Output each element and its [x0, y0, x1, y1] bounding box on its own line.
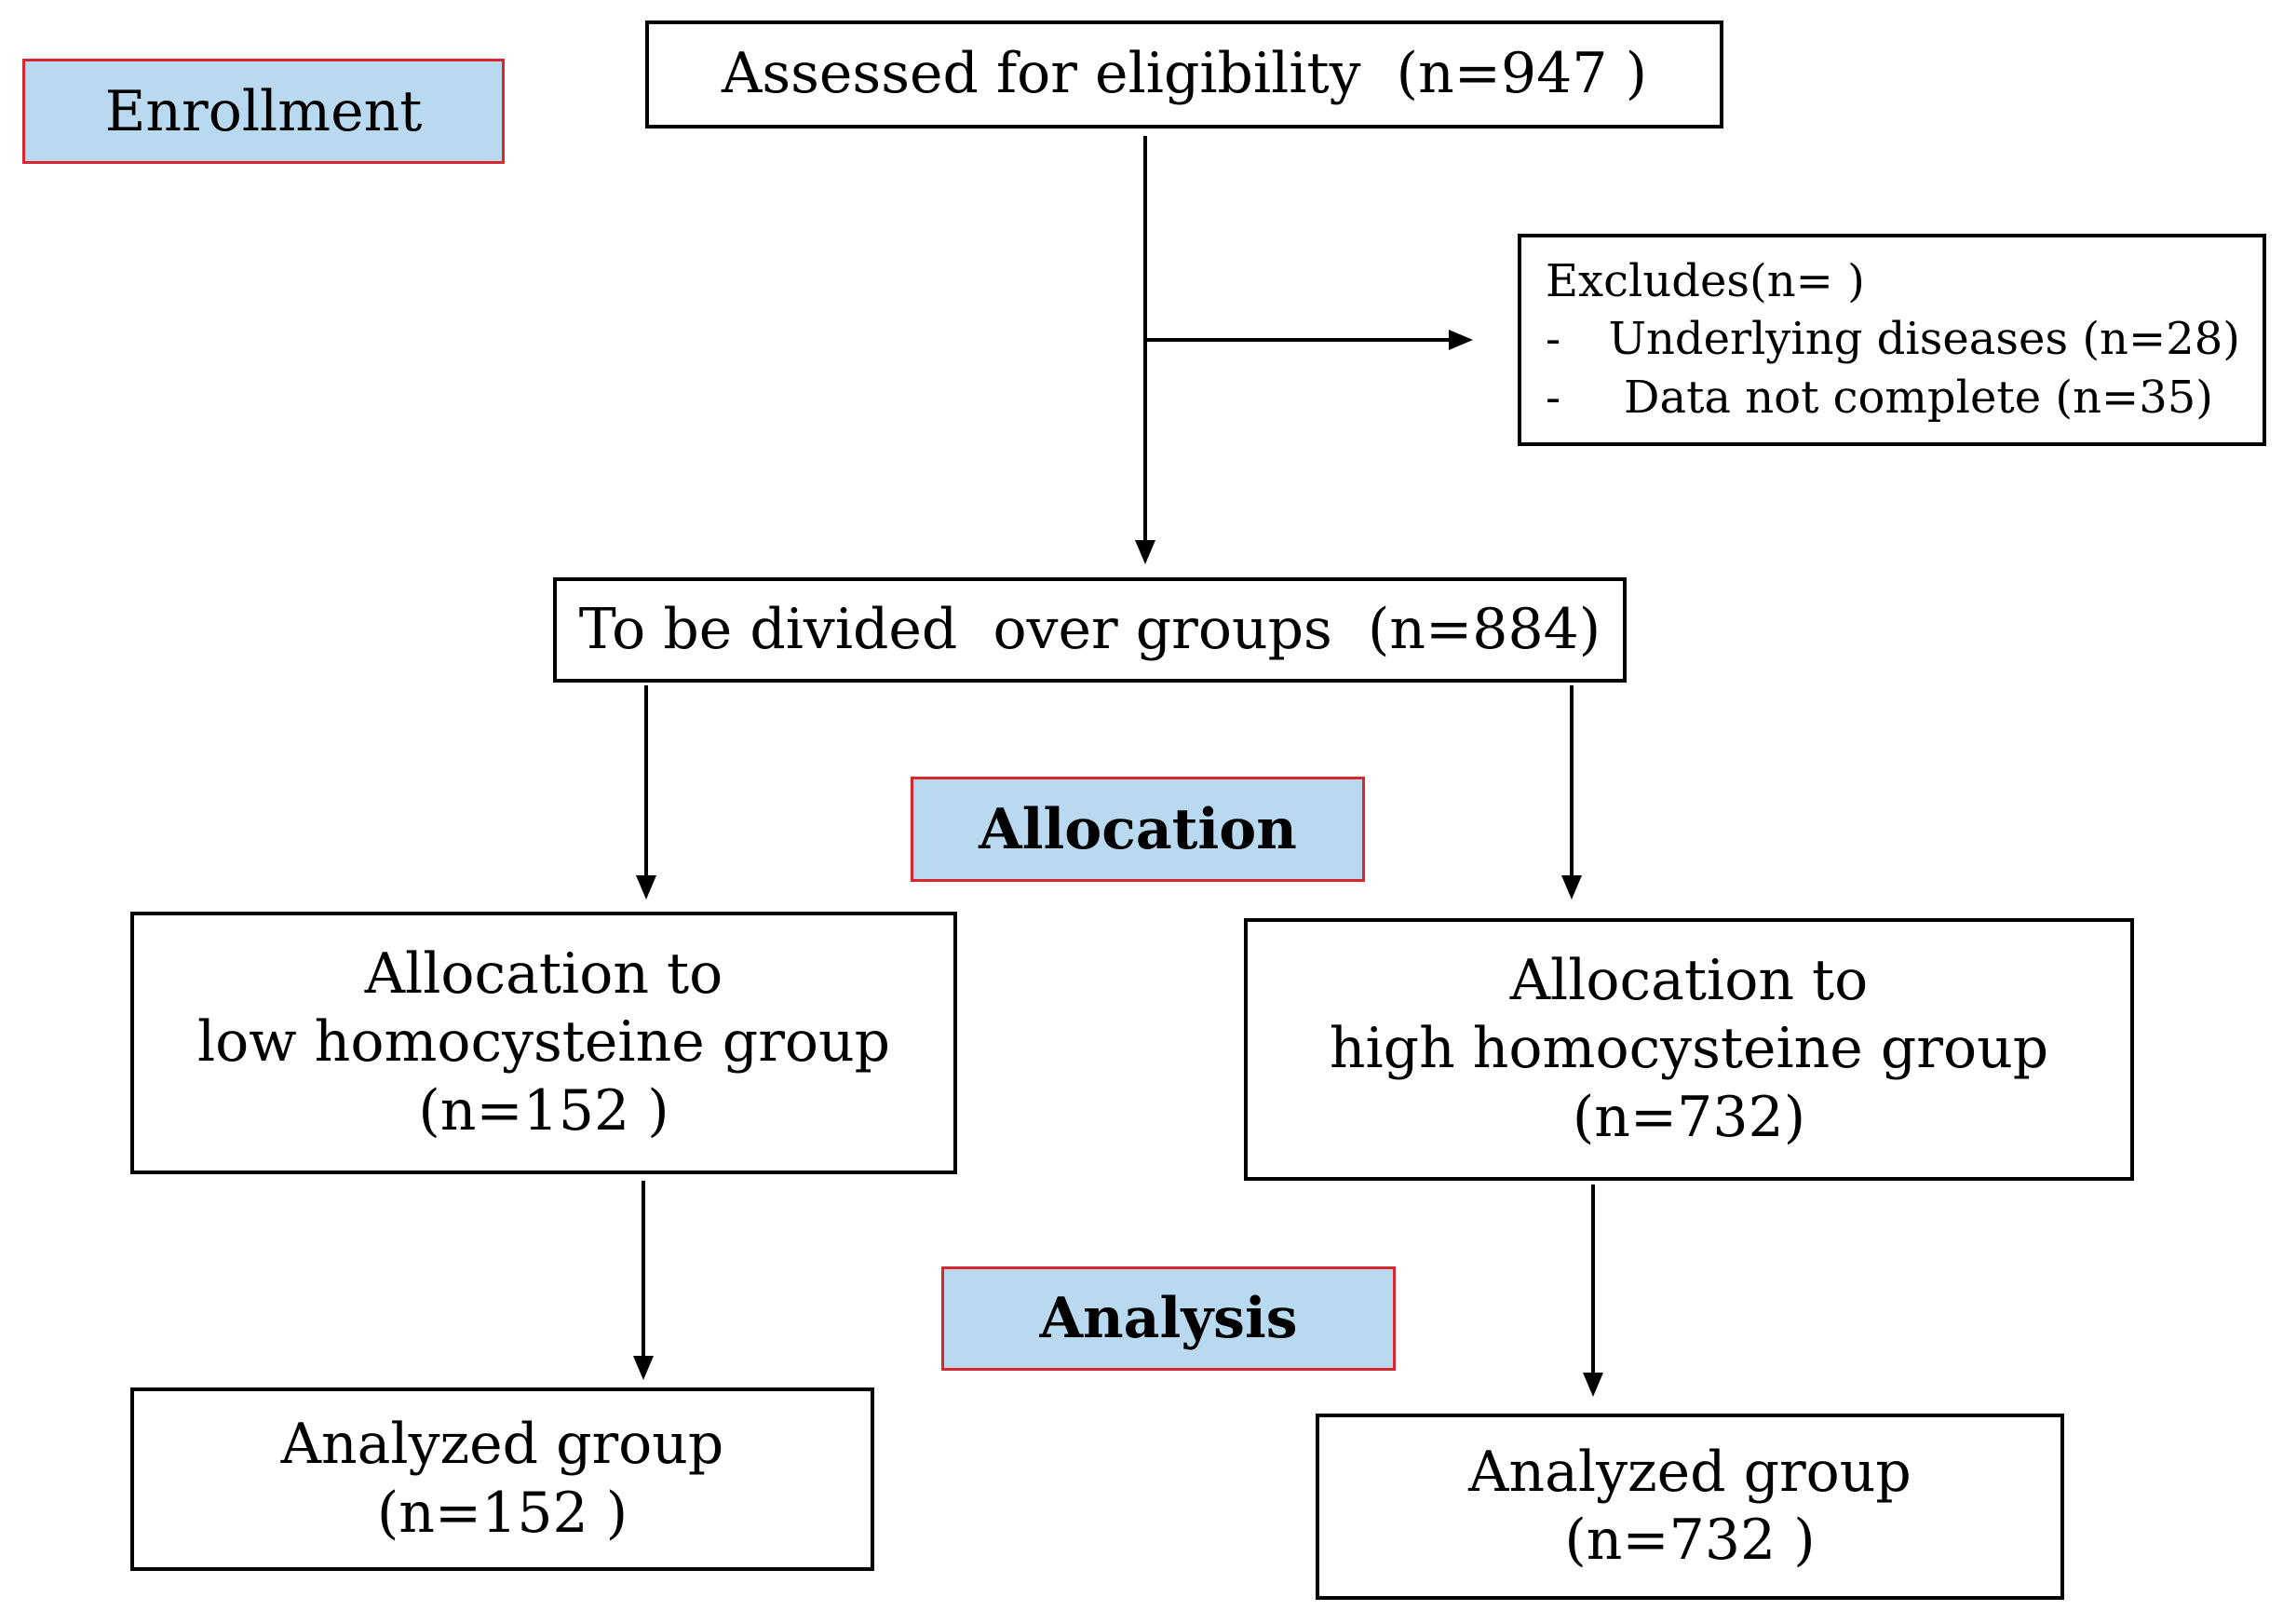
- divided-box: To be divided over groups (n=884): [553, 577, 1627, 683]
- connector-to-excludes: [1145, 338, 1452, 342]
- arrowhead-down-low: [636, 875, 656, 900]
- analyzed-low-line1: Analyzed group: [280, 1412, 724, 1478]
- arrowhead-down-high: [1561, 875, 1582, 900]
- exclusion-text: Underlying diseases (n=28): [1608, 313, 2241, 366]
- connector-high-to-analyzed: [1591, 1184, 1595, 1376]
- high-homocysteine-box: Allocation to high homocysteine group (n…: [1244, 918, 2134, 1181]
- enrollment-label: Enrollment: [22, 59, 505, 164]
- connector-divided-to-low: [644, 685, 648, 879]
- excludes-box: Excludes(n= ) - Underlying diseases (n=2…: [1518, 234, 2266, 446]
- analysis-label: Analysis: [941, 1266, 1396, 1371]
- high-group-line2: high homocysteine group: [1329, 1016, 2049, 1082]
- exclusion-item: - Underlying diseases (n=28): [1546, 310, 2240, 368]
- analyzed-high-line1: Analyzed group: [1468, 1439, 1912, 1505]
- low-group-line1: Allocation to: [364, 941, 723, 1008]
- allocation-label: Allocation: [911, 777, 1365, 882]
- exclusion-bullet: -: [1546, 371, 1561, 424]
- high-group-line1: Allocation to: [1509, 948, 1869, 1014]
- arrowhead-down-analyzed-high: [1583, 1373, 1603, 1397]
- analyzed-high-count: (n=732 ): [1564, 1508, 1816, 1573]
- connector-low-to-analyzed: [642, 1181, 645, 1360]
- enrollment-label-text: Enrollment: [104, 78, 423, 144]
- allocation-label-text: Allocation: [979, 796, 1297, 862]
- analyzed-low-box: Analyzed group (n=152 ): [130, 1387, 874, 1571]
- low-homocysteine-box: Allocation to low homocysteine group (n=…: [130, 912, 957, 1174]
- high-group-count: (n=732): [1572, 1084, 1806, 1150]
- exclusion-text: Data not complete (n=35): [1624, 371, 2214, 424]
- arrowhead-down-divided: [1135, 540, 1155, 564]
- analyzed-high-box: Analyzed group (n=732 ): [1316, 1414, 2064, 1600]
- divided-text: To be divided over groups (n=884): [578, 596, 1601, 662]
- assessed-text: Assessed for eligibility (n=947 ): [721, 41, 1647, 107]
- analyzed-low-count: (n=152 ): [376, 1480, 628, 1546]
- low-group-line2: low homocysteine group: [196, 1009, 891, 1076]
- low-group-count: (n=152 ): [418, 1077, 669, 1144]
- exclusion-item: - Data not complete (n=35): [1546, 369, 2240, 426]
- excludes-title: Excludes(n= ): [1546, 255, 1865, 307]
- connector-divided-to-high: [1570, 685, 1574, 879]
- assessed-box: Assessed for eligibility (n=947 ): [645, 20, 1723, 129]
- analysis-label-text: Analysis: [1039, 1286, 1298, 1351]
- exclusion-bullet: -: [1546, 313, 1561, 366]
- arrowhead-right-excludes: [1449, 330, 1473, 350]
- arrowhead-down-analyzed-low: [633, 1356, 654, 1380]
